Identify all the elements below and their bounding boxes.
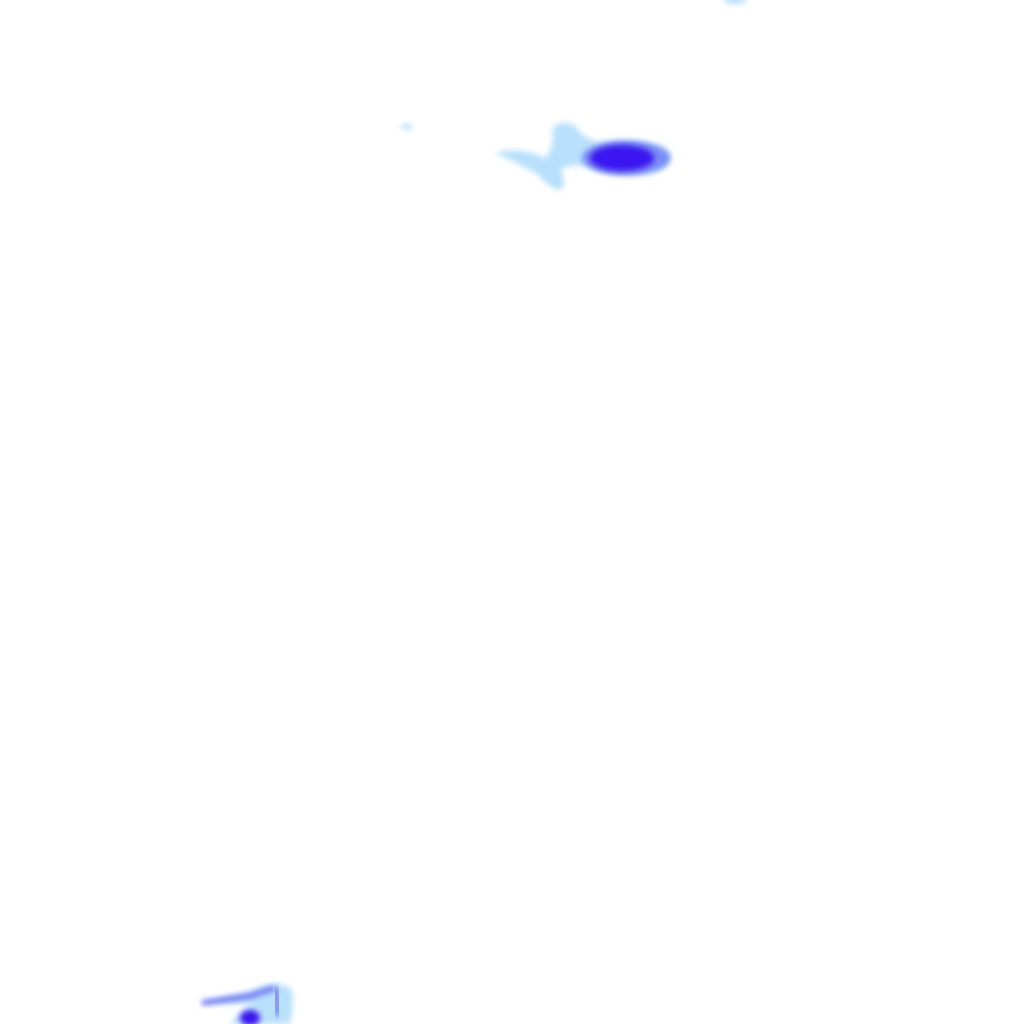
precip-cell-south (200, 983, 293, 1024)
precip-cell-north (401, 122, 671, 190)
precip-cell-top-edge (723, 0, 747, 4)
